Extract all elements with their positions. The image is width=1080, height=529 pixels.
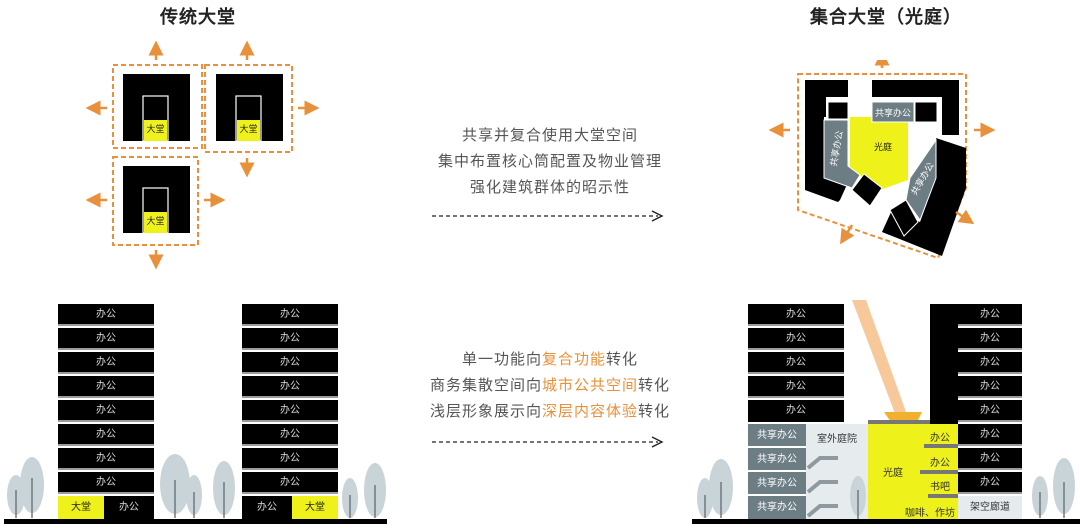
office-floor: 办公 (242, 352, 338, 374)
caption-text: 转化 (638, 402, 671, 420)
office-floor: 办公 (242, 448, 338, 470)
bottom-caption-line-2: 商务集散空间向城市公共空间转化 (400, 372, 700, 398)
book-bar-label: 书吧 (930, 482, 950, 493)
ground-office: 办公 (104, 496, 154, 520)
outdoor-court-label: 室外庭院 (817, 434, 857, 445)
shared-office-stack: 共享办公 共享办公 共享办公 共享办公 (748, 424, 806, 520)
bottom-caption-line-1: 单一功能向复合功能转化 (400, 346, 700, 372)
top-caption-line-3: 强化建筑群体的昭示性 (469, 178, 630, 196)
lobby-label-2: 大堂 (239, 125, 258, 135)
top-caption: 共享并复合使用大堂空间 集中布置核心筒配置及物业管理 强化建筑群体的昭示性 (410, 122, 690, 200)
traditional-tower-1: 办公 办公 办公 办公 办公 办公 办公 办公 大堂 办公 (58, 304, 154, 520)
mezzanine-slab (928, 494, 958, 498)
office-floor: 办公 (748, 328, 844, 350)
caption-highlight: 城市公共空间 (541, 376, 638, 394)
caption-text: 浅层形象展示向 (429, 402, 542, 420)
ground-line-right (692, 519, 1080, 524)
caption-text: 商务集散空间向 (429, 376, 542, 394)
cafe-workshop-label: 咖啡、作坊 (905, 508, 955, 519)
lobby-label-3: 大堂 (146, 217, 165, 227)
skylight-roof (868, 420, 930, 424)
office-floor: 办公 (748, 400, 844, 422)
office-floor: 办公 (958, 472, 1022, 494)
office-floor: 办公 (58, 304, 154, 326)
caption-highlight: 深层内容体验 (541, 402, 638, 420)
top-caption-line-1: 共享并复合使用大堂空间 (461, 126, 638, 144)
lobby-label-1: 大堂 (146, 125, 165, 135)
office-floor: 办公 (748, 376, 844, 398)
shared-office-floor: 共享办公 (748, 496, 806, 520)
office-floor: 办公 (242, 328, 338, 350)
office-floor: 办公 (58, 472, 154, 494)
office-floor: 办公 (58, 352, 154, 374)
office-floor: 办公 (242, 472, 338, 494)
light-court-label: 光庭 (873, 143, 892, 153)
title-traditional-lobby: 传统大堂 (160, 7, 236, 28)
elevated-corridor: 架空廊道 (958, 496, 1022, 520)
bottom-caption: 单一功能向复合功能转化 商务集散空间向城市公共空间转化 浅层形象展示向深层内容体… (400, 346, 700, 424)
office-floor: 办公 (242, 424, 338, 446)
office-floor: 办公 (958, 328, 1022, 350)
office-floor: 办公 (58, 328, 154, 350)
stairs-icon (806, 456, 866, 520)
ground-office: 办公 (242, 496, 292, 520)
office-floor: 办公 (958, 400, 1022, 422)
office-floor: 办公 (958, 352, 1022, 374)
mezzanine-slab (924, 444, 958, 448)
office-floor: 办公 (958, 376, 1022, 398)
office-floor: 办公 (958, 424, 1022, 446)
collective-tower-left: 办公 办公 办公 办公 办公 (748, 304, 844, 424)
traditional-tower-2: 办公 办公 办公 办公 办公 办公 办公 办公 办公 大堂 (242, 304, 338, 520)
caption-text: 单一功能向 (461, 350, 542, 368)
shared-office-floor: 共享办公 (748, 472, 806, 495)
office-floor: 办公 (748, 304, 844, 326)
office-floor: 办公 (958, 304, 1022, 326)
mezz-office-1-label: 办公 (930, 433, 950, 444)
office-floor: 办公 (58, 376, 154, 398)
office-floor: 办公 (748, 352, 844, 374)
office-floor: 办公 (242, 400, 338, 422)
ground-line-left (4, 519, 387, 524)
ground-lobby: 大堂 (58, 496, 104, 520)
shared-office-floor: 共享办公 (748, 448, 806, 471)
office-floor: 办公 (958, 448, 1022, 470)
traditional-lobby-plan: 大堂 大堂 大堂 (0, 30, 330, 280)
collective-lobby-plan: 共享办公 光庭 共享办公 共享办公 (760, 50, 1000, 270)
title-collective-lobby: 集合大堂（光庭） (810, 7, 962, 28)
office-floor: 办公 (58, 424, 154, 446)
caption-text: 转化 (638, 376, 671, 394)
bottom-dashed-arrow-icon (432, 436, 664, 448)
light-court-label: 光庭 (883, 468, 903, 479)
office-floor: 办公 (58, 400, 154, 422)
light-court-section: 光庭 办公 办公 书吧 咖啡、作坊 (868, 424, 958, 520)
bottom-caption-line-3: 浅层形象展示向深层内容体验转化 (400, 398, 700, 424)
collective-tower-right: 办公 办公 办公 办公 办公 办公 办公 办公 架空廊道 (958, 304, 1022, 520)
outdoor-courtyard: 室外庭院 (806, 424, 868, 520)
mezz-office-2-label: 办公 (930, 458, 950, 469)
ground-lobby: 大堂 (292, 496, 338, 520)
office-floor: 办公 (242, 376, 338, 398)
caption-text: 转化 (606, 350, 639, 368)
top-caption-line-2: 集中布置核心筒配置及物业管理 (437, 152, 662, 170)
shared-office-label-top: 共享办公 (874, 109, 911, 119)
office-floor: 办公 (242, 304, 338, 326)
collective-tower-right-extension (930, 304, 958, 424)
office-floor: 办公 (58, 448, 154, 470)
collective-plan-graphic (768, 50, 996, 260)
mezzanine-slab (920, 470, 958, 474)
caption-highlight: 复合功能 (541, 350, 606, 368)
shared-office-floor: 共享办公 (748, 424, 806, 447)
traditional-plan-graphic (85, 40, 320, 270)
top-dashed-arrow-icon (432, 210, 664, 222)
